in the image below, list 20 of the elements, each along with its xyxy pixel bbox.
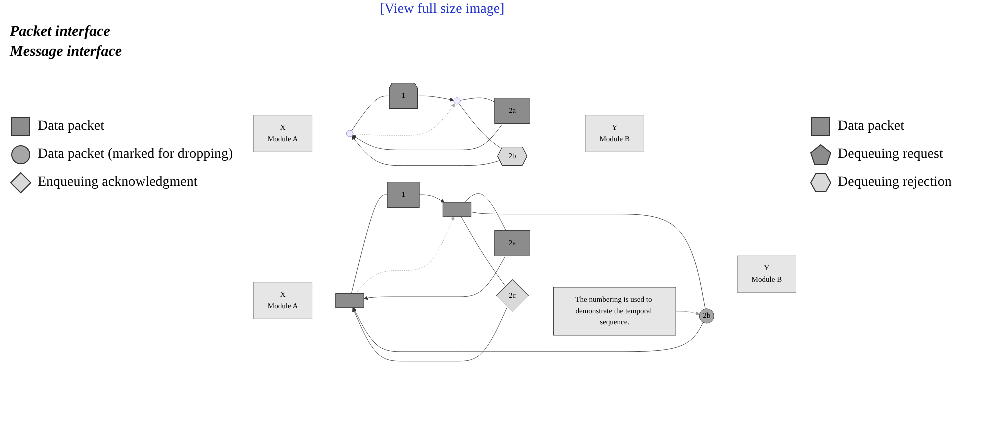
legend-text: Data packet (marked for dropping) <box>38 147 234 163</box>
view-image-link: [View full size image] <box>380 2 505 18</box>
node-box <box>336 293 364 308</box>
legend-text: Enqueuing acknowledgment <box>38 175 198 191</box>
legend-text: Dequeuing request <box>838 147 944 163</box>
panel-title: Message interface <box>10 44 122 61</box>
connector <box>461 216 506 286</box>
node-circle <box>346 130 354 137</box>
node-circle <box>454 97 461 104</box>
node-box <box>442 202 472 217</box>
connector <box>464 193 506 231</box>
connector <box>351 194 388 294</box>
panel-title: Packet interface <box>10 24 110 41</box>
legend-text: Dequeuing rejection <box>838 175 952 191</box>
connector <box>458 103 502 149</box>
legend-text: Data packet <box>838 119 904 135</box>
connector <box>352 96 390 131</box>
connector <box>471 212 706 309</box>
legend-text: Data packet <box>38 119 104 135</box>
connector <box>460 98 496 102</box>
